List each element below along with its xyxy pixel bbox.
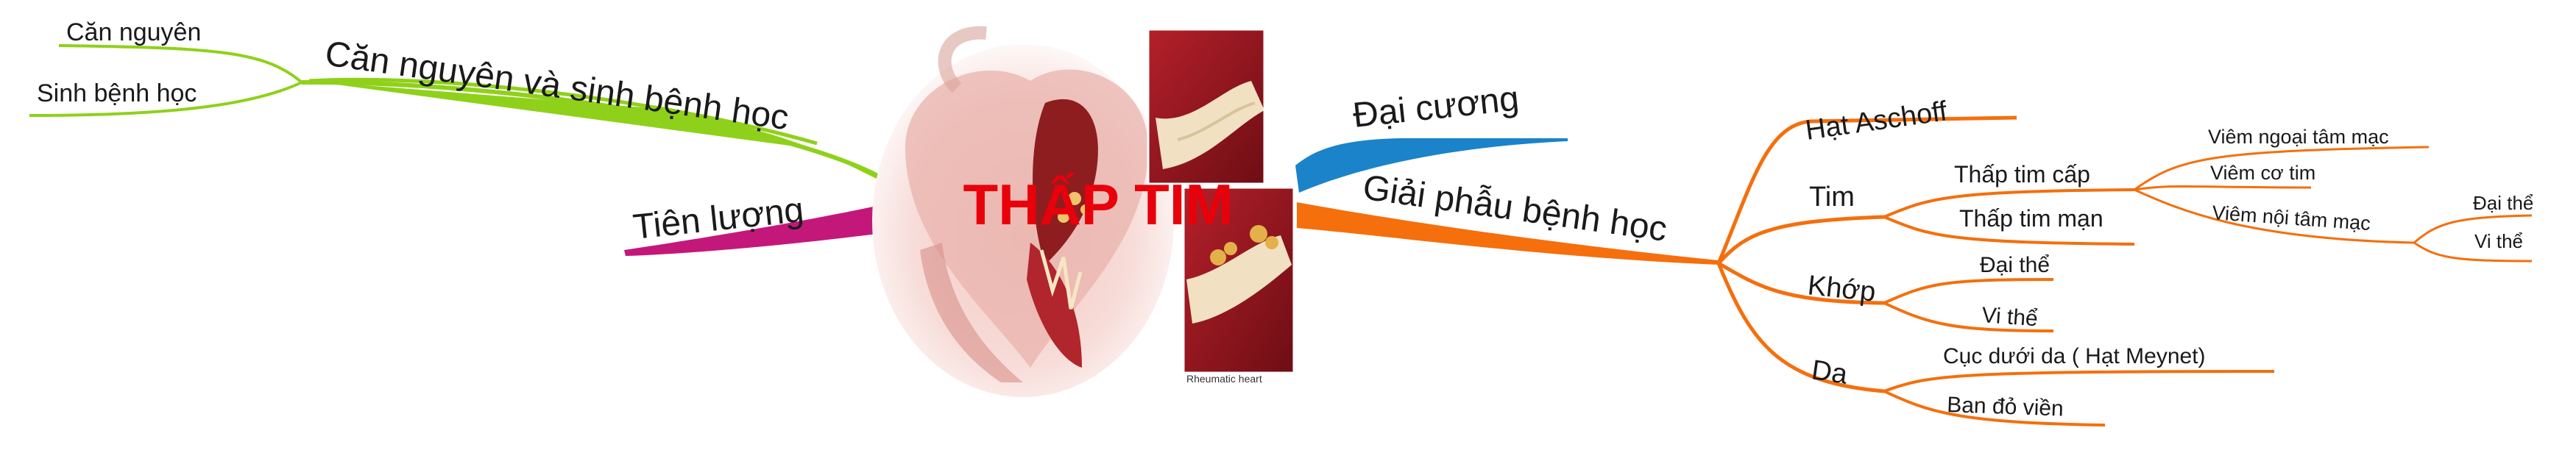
heart-acute-label: Thấp tim cấp xyxy=(1954,161,2090,188)
skin-erythema-label: Ban đỏ viền xyxy=(1947,393,2064,421)
heart-chronic[interactable]: Thấp tim mạn xyxy=(1883,205,2135,246)
skin-nodules-line xyxy=(1883,370,2275,393)
joint-micro-line xyxy=(1883,302,2054,332)
branch-etiology-stem xyxy=(301,79,896,188)
etiology-child-1[interactable]: Căn nguyên xyxy=(58,18,303,84)
branch-prognosis[interactable]: Tiên lượng xyxy=(624,190,894,256)
heart-acute-line xyxy=(1883,188,2135,218)
acute-item-myocarditis-label: Viêm cơ tim xyxy=(2210,162,2315,184)
acute-item-endocarditis[interactable]: Viêm nội tâm mạc xyxy=(2134,188,2415,244)
pathology-joint-line xyxy=(1717,261,1885,305)
endocarditis-gross-label: Đại thể xyxy=(2473,192,2533,214)
central-title: THẤP TIM xyxy=(963,172,1234,237)
joint-micro[interactable]: Vi thể xyxy=(1883,302,2054,332)
skin-erythema[interactable]: Ban đỏ viền xyxy=(1883,390,2106,427)
pathology-skin[interactable]: Da xyxy=(1716,263,1885,393)
endocarditis-gross[interactable]: Đại thể xyxy=(2413,192,2533,244)
etiology-child-2-label: Sinh bệnh học xyxy=(37,79,197,107)
branch-etiology-underline xyxy=(308,77,818,146)
branch-overview-shape xyxy=(1295,138,1568,193)
etiology-child-2-line xyxy=(29,81,302,117)
acute-item-myocarditis[interactable]: Viêm cơ tim xyxy=(2134,162,2315,191)
pathology-aschoff-line xyxy=(1716,115,2017,264)
heart-chronic-label: Thấp tim mạn xyxy=(1959,205,2103,232)
pathology-joint[interactable]: Khớp xyxy=(1717,261,1885,308)
branch-overview-label: Đại cương xyxy=(1351,79,1521,135)
heart-chronic-line xyxy=(1883,215,2135,246)
pathology-skin-label: Da xyxy=(1810,354,1850,390)
endocarditis-micro[interactable]: Vi thể xyxy=(2413,230,2533,263)
pathology-aschoff-label: Hạt Aschoff xyxy=(1803,96,1949,146)
acute-item-endocarditis-line xyxy=(2134,188,2415,244)
endocarditis-micro-line xyxy=(2413,241,2533,263)
central-topic[interactable]: Rheumatic heart THẤP TIM xyxy=(872,26,1295,397)
acute-item-pericarditis-line xyxy=(2134,146,2430,191)
pathology-heart-line xyxy=(1717,215,1885,265)
acute-item-pericarditis[interactable]: Viêm ngoại tâm mạc xyxy=(2134,126,2430,191)
acute-item-pericarditis-label: Viêm ngoại tâm mạc xyxy=(2208,126,2389,148)
endocarditis-gross-line xyxy=(2413,214,2533,244)
pathology-heart-label: Tim xyxy=(1809,182,1855,213)
joint-micro-label: Vi thể xyxy=(1981,303,2039,331)
skin-nodules-label: Cục dưới da ( Hạt Meynet) xyxy=(1943,344,2206,368)
branch-prognosis-shape xyxy=(624,202,894,256)
endocarditis-micro-label: Vi thể xyxy=(2474,230,2523,252)
branch-etiology[interactable]: Căn nguyên và sinh bệnh học xyxy=(301,34,896,188)
central-image-caption: Rheumatic heart xyxy=(1186,373,1262,385)
branch-pathology[interactable]: Giải phẫu bệnh học xyxy=(1297,167,1719,265)
acute-item-endocarditis-label: Viêm nội tâm mạc xyxy=(2212,201,2371,235)
pathology-skin-line xyxy=(1716,263,1885,393)
etiology-child-1-label: Căn nguyên xyxy=(66,18,201,46)
joint-gross-line xyxy=(1883,278,2054,304)
valve-image-bottom xyxy=(1182,186,1295,382)
valve-image-top xyxy=(1147,28,1266,185)
branch-pathology-shape xyxy=(1297,202,1719,265)
pathology-heart[interactable]: Tim xyxy=(1717,182,1885,265)
joint-gross[interactable]: Đại thể xyxy=(1883,253,2054,304)
heart-illustration xyxy=(872,26,1174,397)
etiology-child-2[interactable]: Sinh bệnh học xyxy=(29,79,302,117)
pathology-joint-label: Khớp xyxy=(1806,270,1877,307)
joint-gross-label: Đại thể xyxy=(1980,253,2050,277)
acute-item-myocarditis-line xyxy=(2134,185,2312,191)
etiology-child-1-line xyxy=(58,44,303,84)
skin-erythema-line xyxy=(1883,390,2106,427)
branch-overview[interactable]: Đại cương xyxy=(1295,79,1568,193)
heart-acute[interactable]: Thấp tim cấp xyxy=(1883,161,2135,218)
skin-nodules[interactable]: Cục dưới da ( Hạt Meynet) xyxy=(1883,344,2275,393)
